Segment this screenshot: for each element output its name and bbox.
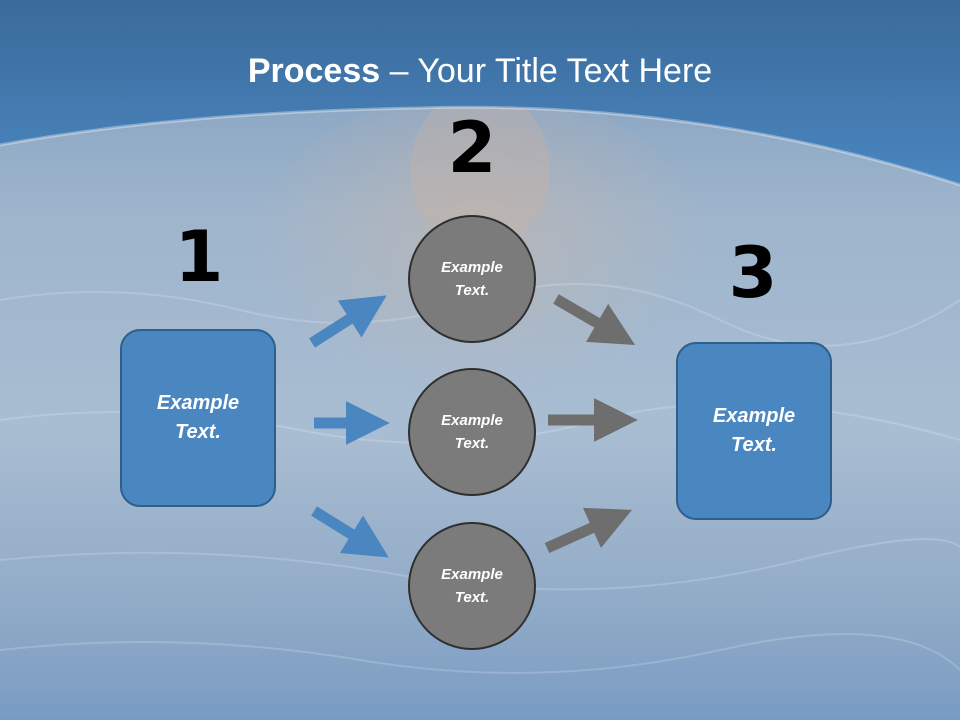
middle-circle-top: Example Text. xyxy=(408,215,536,343)
middle-circle-middle: Example Text. xyxy=(408,368,536,496)
arrow-bottom-to-right xyxy=(544,507,633,554)
right-process-box: Example Text. xyxy=(676,342,832,520)
arrow-left-to-top xyxy=(309,295,387,348)
circle-bottom-text: Example Text. xyxy=(441,566,503,606)
left-process-box: Example Text. xyxy=(120,329,276,507)
arrow-top-to-right xyxy=(553,294,636,345)
circle-top-text: Example Text. xyxy=(441,259,503,299)
right-box-text: Example Text. xyxy=(712,405,796,456)
arrow-left-to-bottom xyxy=(311,506,389,558)
header-band xyxy=(0,0,960,187)
title-bold: Process xyxy=(247,52,381,90)
left-box-text: Example Text. xyxy=(156,392,240,443)
stage-number-3: 3 xyxy=(728,232,778,314)
stage-number-1: 1 xyxy=(174,216,224,298)
stage-number-2: 2 xyxy=(447,107,497,189)
middle-circle-bottom: Example Text. xyxy=(408,522,536,650)
slide-title: Process – Your Title Text Here xyxy=(0,52,960,91)
title-rest: – Your Title Text Here xyxy=(380,52,713,90)
circle-middle-text: Example Text. xyxy=(441,412,503,452)
